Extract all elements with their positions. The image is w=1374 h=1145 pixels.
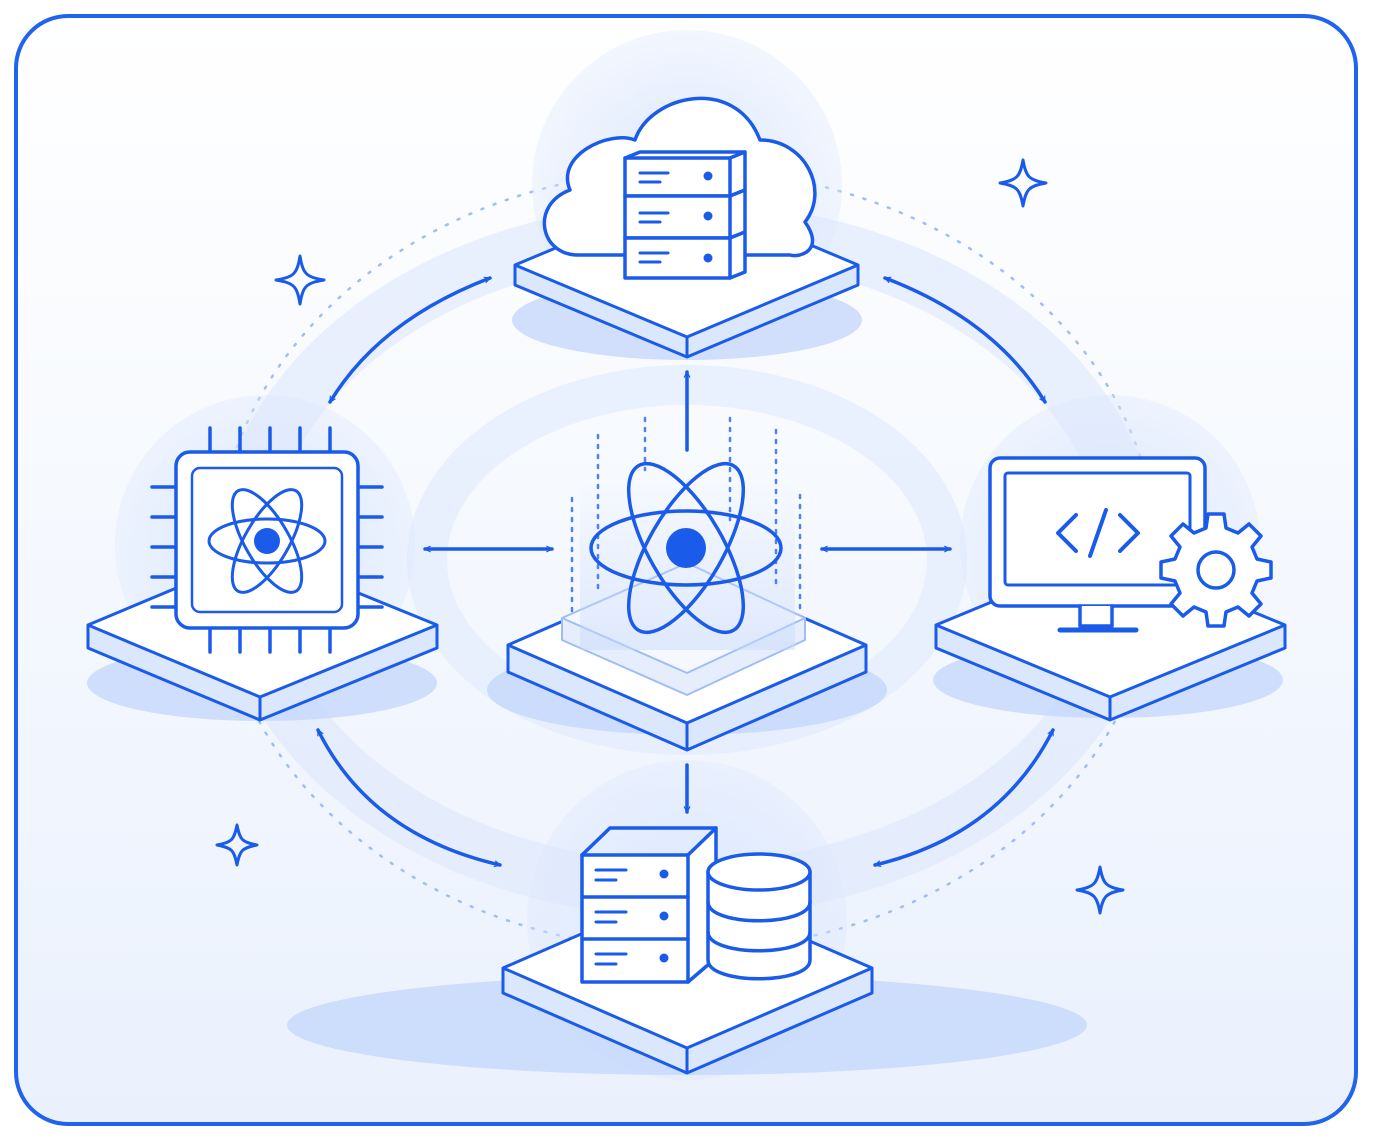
cpu-chip-atom-icon: [150, 426, 384, 654]
atom-icon: [589, 461, 783, 635]
sparkle-icon: [274, 254, 326, 306]
connection-arrows: [316, 276, 1055, 868]
sparkle-icon: [1075, 865, 1125, 915]
code-monitor-gear-icon: [988, 456, 1273, 633]
sparkle-icon: [215, 823, 259, 867]
arrow-cloud-monitor: [883, 276, 1047, 404]
arrow-chip-database: [316, 728, 502, 868]
arrow-cloud-chip: [328, 276, 492, 404]
sparkle-icon: [998, 158, 1048, 208]
server-database-icon: [580, 826, 812, 984]
cloud-server-icon: [542, 96, 817, 280]
arrow-monitor-database: [873, 728, 1055, 868]
